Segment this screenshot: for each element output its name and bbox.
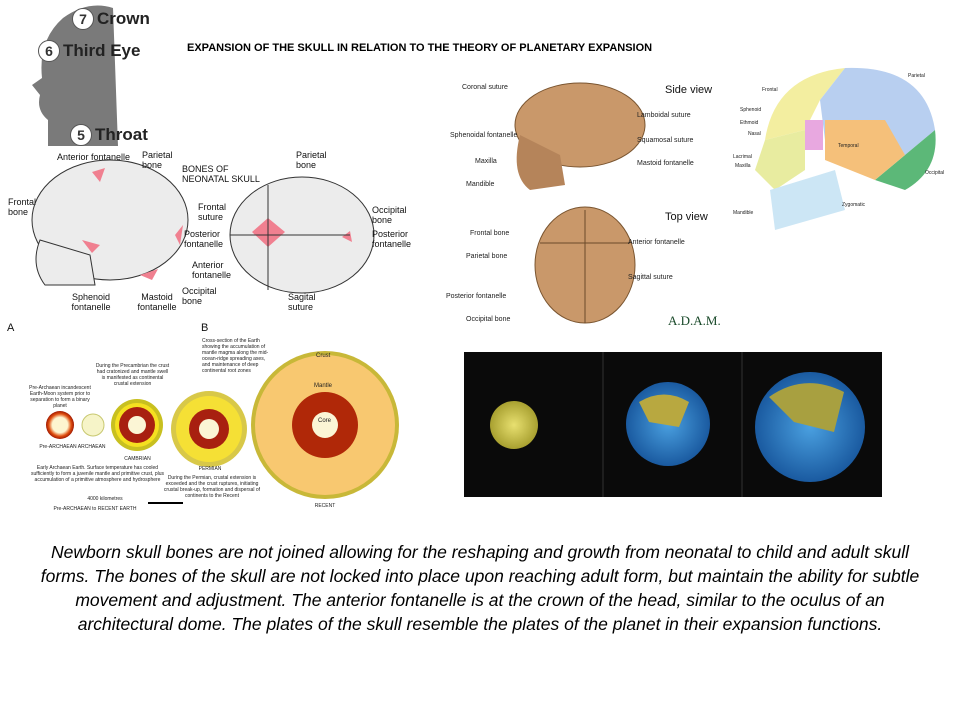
label-squamosal-suture: Squamosal suture	[637, 137, 694, 144]
expanding-earth-image	[464, 352, 882, 497]
label-core: Core	[318, 418, 332, 424]
label-top-anterior: Anterior fontanelle	[192, 260, 232, 280]
label-sphenoidal-fontanelle: Sphenoidal fontanelle	[450, 132, 518, 139]
label-adult-frontal: Frontal	[762, 87, 778, 93]
label-adult-lacrimal: Lacrimal	[733, 154, 752, 160]
adam-logo: A.D.A.M.	[668, 313, 721, 328]
label-permian: PERMIAN	[198, 466, 222, 472]
label-a: A	[7, 322, 15, 334]
note-precambrian: During the Precambrian the crust had cra…	[95, 363, 170, 387]
label-cambrian: CAMBRIAN	[124, 456, 151, 462]
page-title: EXPANSION OF THE SKULL IN RELATION TO TH…	[187, 42, 653, 54]
label-crust: Crust	[316, 353, 331, 359]
label-adult-mandible: Mandible	[733, 210, 754, 216]
label-sphenoid-fontanelle: Sphenoid fontanelle	[71, 292, 111, 312]
label-coronal-suture: Coronal suture	[462, 84, 508, 91]
label-adult-occipital: Occipital	[925, 170, 945, 176]
label-top-view: Top view	[665, 211, 708, 223]
earth-expansion-diagram	[0, 320, 460, 510]
label-recent: RECENT	[314, 503, 336, 509]
label-adult-nasal: Nasal	[748, 131, 761, 137]
label-mastoid-fontanelle: Mastoid fontanelle	[137, 292, 177, 312]
label-lamboidal-suture: Lamboidal suture	[637, 112, 691, 119]
label-b: B	[201, 322, 209, 334]
label-pre-archaean: Pre-ARCHAEAN ARCHAEAN	[39, 444, 106, 450]
caption-paragraph: Newborn skull bones are not joined allow…	[40, 542, 920, 634]
label-neonatal-heading: BONES OF NEONATAL SKULL	[182, 164, 260, 184]
label-occipital-bone-top: Occipital bone	[466, 316, 511, 323]
label-top-occipital: Occipital bone	[372, 205, 407, 225]
note-pre-archaean: Pre-Archaean incandescent Earth-Moon sys…	[29, 385, 91, 409]
label-adult-maxilla: Maxilla	[735, 163, 751, 169]
label-mandible: Mandible	[466, 181, 495, 188]
label-adult-ethmoid: Ethmoid	[740, 120, 759, 126]
adam-skull-images	[440, 75, 735, 330]
label-maxilla: Maxilla	[475, 158, 497, 165]
label-top-posterior: Posterior fontanelle	[372, 229, 412, 249]
label-sagittal-suture: Sagital suture	[288, 292, 316, 312]
label-adult-sphenoid: Sphenoid	[740, 107, 762, 113]
label-side-view: Side view	[665, 84, 713, 96]
note-cross-section: Cross-section of the Earth showing the a…	[202, 338, 269, 374]
label-scale: 4000 kilometres	[87, 496, 123, 502]
label-frontal-bone: Frontal bone	[8, 197, 37, 217]
label-posterior-fontanelle-top: Posterior fontanelle	[446, 293, 507, 300]
label-top-parietal: Parietal bone	[296, 150, 327, 170]
label-mantle: Mantle	[314, 383, 333, 389]
label-adult-zygomatic: Zygomatic	[842, 202, 866, 208]
label-sagittal-suture-top: Sagittal suture	[628, 274, 673, 281]
adult-skull-diagram	[735, 60, 960, 240]
label-posterior-fontanelle: Posterior fontanelle	[184, 229, 224, 249]
label-anterior-fontanelle-top: Anterior fontanelle	[628, 239, 685, 246]
label-anterior-fontanelle: Anterior fontanelle	[57, 152, 131, 162]
note-early-archaean: Early Archaean Earth. Surface temperatur…	[30, 465, 165, 483]
label-adult-temporal: Temporal	[838, 143, 859, 149]
label-adult-parietal: Parietal	[908, 73, 925, 79]
label-scale-caption: Pre-ARCHAEAN to RECENT EARTH	[53, 506, 137, 512]
neonatal-skull-diagram	[0, 145, 420, 320]
label-frontal-suture: Frontal suture	[198, 202, 227, 222]
label-parietal-bone-top: Parietal bone	[466, 253, 508, 260]
label-frontal-bone-top: Frontal bone	[470, 230, 510, 237]
label-parietal-bone: Parietal bone	[142, 150, 173, 170]
note-permian: During the Permian, crustal extension is…	[163, 475, 261, 499]
label-occipital-bone: Occipital bone	[182, 286, 217, 306]
label-mastoid-fontanelle-adam: Mastoid fontanelle	[637, 160, 694, 167]
